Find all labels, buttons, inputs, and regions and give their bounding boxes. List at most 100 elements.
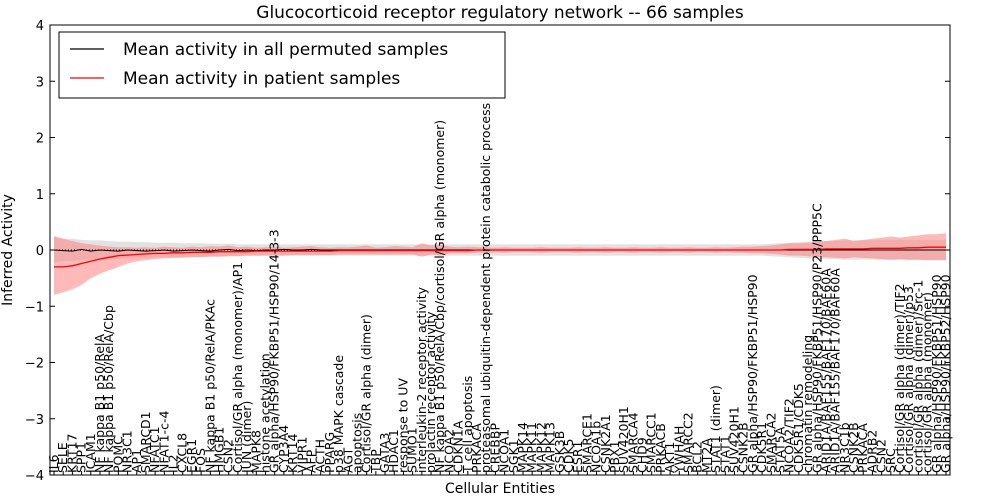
x-tick-label: apoptosis (349, 413, 364, 473)
x-tick-label: EGR1 (184, 439, 199, 473)
x-tick-label: proteasomal ubiquitin-dependent protein … (478, 103, 493, 473)
x-tick-label: SMARCC1 (644, 412, 659, 473)
x-tick-label: NF kappa B1 p50/RelA/Cbp (101, 305, 116, 473)
x-tick-label: ACTH (313, 439, 328, 473)
x-tick-label: CHD9 (635, 437, 650, 473)
y-axis-label: Inferred Activity (0, 194, 16, 306)
x-tick-label: PBX1 (607, 440, 622, 473)
x-tick-label: HDAC1 (386, 429, 401, 473)
x-axis-label: Cellular Entities (445, 481, 555, 497)
x-tick-label: ADRB2 (864, 430, 879, 473)
x-tick-label: MAPK8 (248, 430, 263, 473)
x-tick-label: BCL2 (690, 441, 705, 473)
x-tick-label: HMGB1 (212, 427, 227, 473)
x-tick-label: CSN2 (221, 439, 236, 473)
x-tick-label: SUV420H1 (726, 406, 741, 473)
x-tick-label: AKT1 (662, 442, 677, 473)
x-tick-label: MAPK11 (524, 422, 539, 473)
x-tick-label: GSK3B (552, 431, 567, 473)
x-tick-label: SELE (55, 442, 70, 473)
x-tick-label: CDK5 (561, 438, 576, 473)
band-patient (54, 233, 946, 295)
x-tick-label: PRKACA (855, 423, 870, 473)
x-tick-label: SPP1 (74, 442, 89, 473)
x-tick-label: AGT (340, 447, 355, 473)
chart-title: Glucocorticoid receptor regulatory netwo… (256, 3, 744, 23)
x-tick-label: ARID1A/BAF155/BAF170/BAF60A (828, 268, 843, 473)
x-tick-label: YWHAH (671, 426, 686, 474)
x-tick-label: interleukin-2 receptor activity (414, 286, 429, 473)
x-tick-label: PRKACB (653, 423, 668, 473)
x-tick-label: Cortisol/GR alpha (dimer)/TIF2 (892, 283, 907, 473)
x-tick-label: GR alpha/HSP90/FKBP51/HSP90/14-3-3 (267, 229, 282, 473)
x-tick-label: CSNK2A1 (598, 414, 613, 473)
x-tick-label: prolactin receptor activity (423, 311, 438, 473)
x-tick-label: cortisol/GR alpha (monomer) (920, 292, 935, 473)
x-tick-label: CSN2 (874, 439, 889, 473)
y-tick-label: 4 (36, 19, 44, 34)
y-tick-label: 1 (36, 188, 44, 203)
y-tick-label: −1 (25, 300, 44, 315)
x-tick-label: NR3C1 (120, 430, 135, 473)
x-tick-label: NF kappa B1 p50/RelA (92, 333, 107, 473)
x-tick-label: AFP (303, 449, 318, 473)
x-tick-label: POMC (110, 436, 125, 473)
x-tick-label: GR alpha/HSP90/FKBP51/HSP90/P23/PPP5C (809, 203, 824, 473)
x-tick-label: SUV420H1 (616, 406, 631, 473)
x-tick-label: CYP3A4 (276, 425, 291, 473)
x-tick-label: NCOA1 (497, 429, 512, 473)
x-tick-label: ESR1 (570, 441, 585, 473)
x-tick-label: GATA3 (377, 433, 392, 473)
x-tick-label: p38 MAPK cascade (331, 355, 346, 473)
x-tick-label: MAPK14 (515, 422, 530, 473)
x-tick-label: KRT14 (285, 433, 300, 473)
x-tick-label: GR alpha/HSP90/FKBP52/HSP90 (938, 274, 953, 473)
x-tick-label: ICAM1 (83, 433, 98, 473)
x-tick-label: NFAT1-c-4 (156, 411, 171, 473)
x-tick-label: FOS (193, 448, 208, 473)
x-tick-label: Cortisol/GR alpha (monomer)/AP1 (230, 262, 245, 473)
x-tick-label: T cell apoptosis (460, 376, 475, 474)
x-tick-label: NF kappa B1 p50/RelA/PKAc (202, 299, 217, 473)
x-tick-label: CDK5R1/CDK5 (791, 383, 806, 473)
x-tick-label: SRC (883, 448, 898, 473)
x-tick-label: response to UV (395, 378, 410, 473)
y-tick-label: −2 (25, 357, 44, 372)
x-tick-label: IL2 (166, 454, 181, 473)
x-tick-label: SMARCA4 (625, 412, 640, 473)
x-tick-label: CXCL8 (175, 433, 190, 473)
x-tick-label: STAT1 (dimer) (708, 385, 723, 473)
x-tick-label: SMARCE1 (579, 413, 594, 473)
x-tick-label: MT2A (699, 438, 714, 473)
x-tick-label: CREBBP (487, 423, 502, 473)
series-line-patient (54, 246, 946, 268)
x-tick-label: SMARCD1 (138, 411, 153, 473)
x-tick-label: CSNK2B (846, 422, 861, 473)
x-tick-label: CSNK2B (736, 422, 751, 473)
x-tick-label: SUMO1 (405, 427, 420, 473)
x-tick-label: cortisol/GR alpha (dimer)/Src-1 (910, 280, 925, 473)
x-tick-label: JUN (dimer) (239, 401, 254, 474)
x-tick-label: VIPR1 (294, 437, 309, 473)
x-tick-label: MAPK12 (533, 422, 548, 473)
x-tick-label: CDKN1A (451, 420, 466, 473)
x-tick-label: STAT1 (717, 435, 732, 473)
x-tick-label: STAT5A (772, 426, 787, 473)
x-tick-label: ARID1A/BAF155/BAF170/BAF60A (818, 268, 833, 473)
y-tick-label: 3 (36, 75, 44, 90)
legend-label-patient: Mean activity in patient samples (123, 69, 400, 89)
y-tick-label: 2 (36, 132, 44, 147)
x-tick-label: Cortisol/GR alpha (dimer) (359, 314, 374, 473)
series-lines (53, 246, 946, 268)
x-tick-label: TBP (368, 449, 383, 474)
x-tick-label: NF kappa B1 p50/RelA/Cbp/cortisol/GR alp… (432, 120, 447, 473)
x-tick-label: chromatin remodeling (800, 335, 815, 473)
y-tick-label: −3 (25, 413, 44, 428)
x-tick-label: GR alpha/HSP90/FKBP51/HSP90 (745, 274, 760, 473)
x-tick-label: PPARG (322, 432, 337, 473)
legend-box (58, 31, 506, 99)
y-tick-label: −4 (25, 469, 44, 484)
